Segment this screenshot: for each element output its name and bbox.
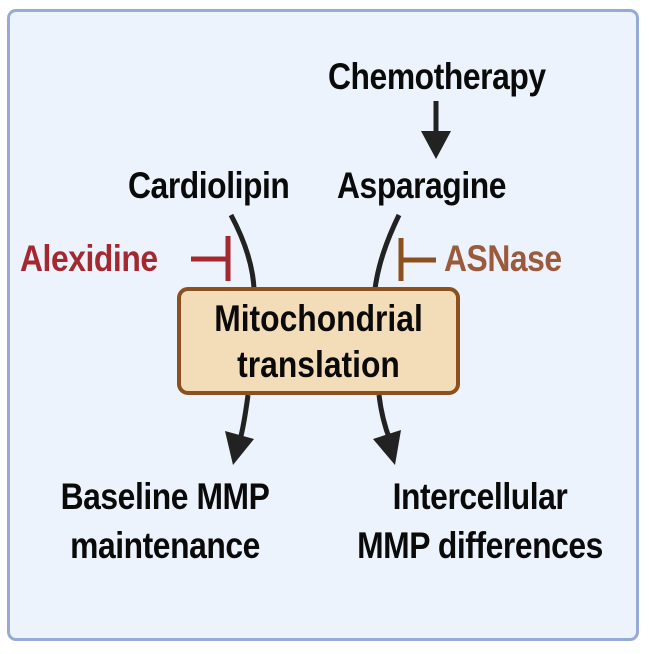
asparagine-label: Asparagine (337, 165, 507, 206)
process-label-line1: Mitochondrial (214, 298, 423, 339)
left-output-arrowhead (225, 431, 254, 465)
intercellular-mmp-label-line1: Intercellular (392, 476, 568, 517)
process-label-line2: translation (237, 344, 400, 385)
alexidine-label: Alexidine (20, 238, 158, 279)
asnase-label: ASNase (444, 238, 562, 279)
right-output-arrowhead (373, 430, 401, 465)
cardiolipin-label: Cardiolipin (128, 165, 290, 206)
alexidine-inhibition-bar (191, 236, 231, 281)
baseline-mmp-label-line1: Baseline MMP (60, 476, 270, 517)
chemotherapy-label: Chemotherapy (328, 56, 546, 97)
intercellular-mmp-label-line2: MMP differences (357, 525, 603, 566)
chemo-to-asparagine-arrow (421, 101, 451, 159)
asnase-inhibition-bar (398, 238, 436, 281)
baseline-mmp-label-line2: maintenance (70, 525, 260, 566)
mitochondrial-translation-box: Mitochondrial translation (177, 287, 460, 395)
